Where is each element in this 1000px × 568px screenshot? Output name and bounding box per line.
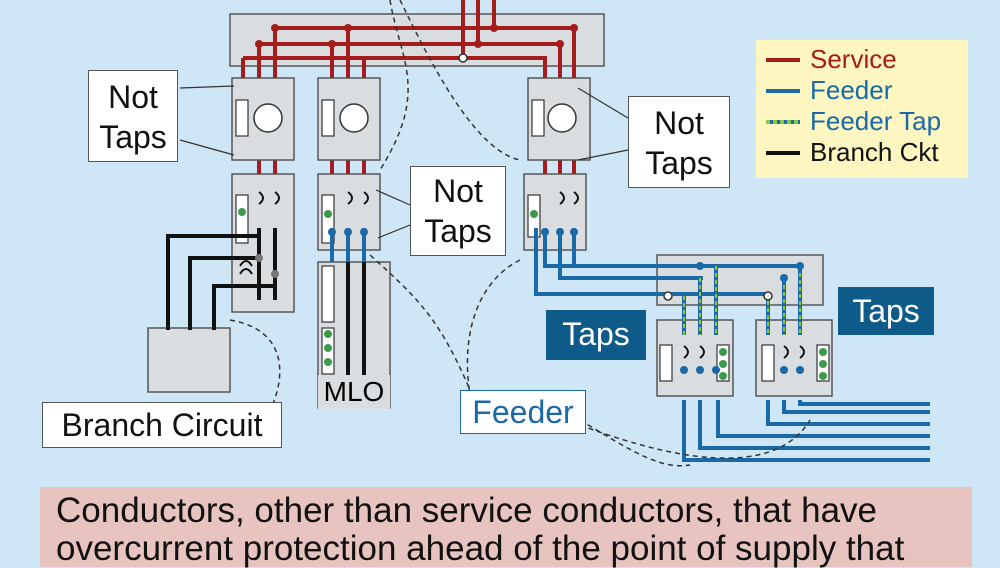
breaker-symbols <box>239 191 805 359</box>
legend-swatch-feeder-tap <box>766 119 800 124</box>
legend-item-branch: Branch Ckt <box>766 137 958 168</box>
legend-item-service: Service <box>766 44 958 75</box>
taps-label-right: Taps <box>838 287 934 335</box>
legend: Service Feeder Feeder Tap Branch Ckt <box>756 40 968 178</box>
legend-swatch-branch <box>766 150 800 155</box>
not-taps-label-right: Not Taps <box>628 96 730 188</box>
main-switches <box>253 103 577 133</box>
legend-item-feeder-tap: Feeder Tap <box>766 106 958 137</box>
leader-lines <box>229 0 811 467</box>
feeder-label: Feeder <box>460 390 586 434</box>
legend-item-feeder: Feeder <box>766 75 958 106</box>
not-taps-label-left: Not Taps <box>88 70 178 162</box>
wiring-diagram <box>147 0 930 467</box>
legend-swatch-feeder <box>766 88 800 93</box>
taps-label-left: Taps <box>546 310 646 360</box>
caption: Conductors, other than service conductor… <box>40 487 972 568</box>
legend-swatch-service <box>766 57 800 62</box>
not-taps-label-center: Not Taps <box>410 166 506 256</box>
mlo-label: MLO <box>318 375 390 409</box>
branch-circuit-label: Branch Circuit <box>42 402 282 448</box>
